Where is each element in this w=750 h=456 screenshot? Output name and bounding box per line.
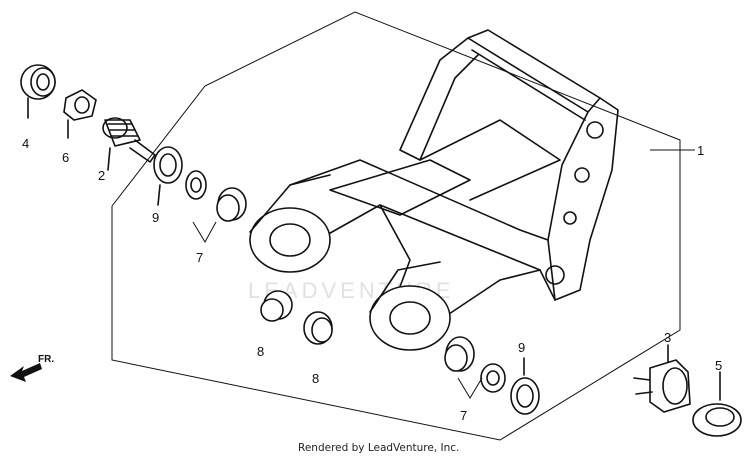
callout-9-bottom: 9 (518, 340, 525, 355)
callout-2: 2 (98, 168, 105, 183)
callout-8-left: 8 (257, 344, 264, 359)
callout-7-bottom: 7 (460, 408, 467, 423)
callout-6: 6 (62, 150, 69, 165)
direction-label: FR. (38, 354, 54, 365)
part-bushing-a (260, 290, 293, 322)
part-cap (692, 371, 742, 437)
part-needle-bearing-left (153, 146, 183, 206)
callout-8-right: 8 (312, 371, 319, 386)
front-direction-arrow: FR. (10, 354, 54, 382)
callout-7-top: 7 (196, 250, 203, 265)
callout-3: 3 (664, 330, 671, 345)
part-adjusting-bolt (633, 344, 691, 413)
part-bushing-b (303, 311, 333, 345)
callout-1: 1 (697, 143, 704, 158)
part-collar (63, 89, 97, 139)
swingarm (249, 29, 619, 351)
callout-9-top: 9 (152, 210, 159, 225)
part-lock-nut (20, 64, 56, 119)
callout-4: 4 (22, 136, 29, 151)
assembly-outline (111, 11, 681, 441)
footer-credit: Rendered by LeadVenture, Inc. (298, 442, 459, 454)
part-pivot-bolt (102, 117, 156, 171)
part-needle-bearing-right (510, 357, 540, 415)
callout-5: 5 (715, 358, 722, 373)
part-bearing-set-left (185, 170, 247, 244)
part-bearing-set-right (444, 336, 506, 399)
